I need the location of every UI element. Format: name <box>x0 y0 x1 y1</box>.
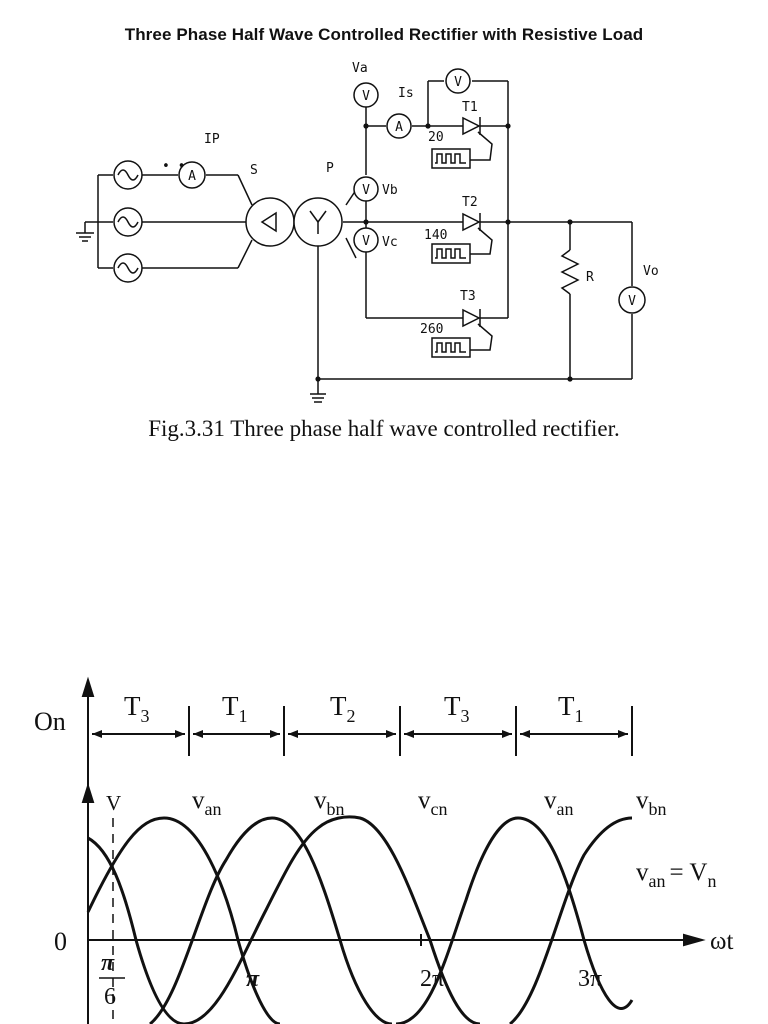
ip-label: IP <box>204 132 220 147</box>
figure-caption: Fig.3.31 Three phase half wave controlle… <box>148 416 620 441</box>
phase-b-curve-2 <box>509 816 633 1024</box>
phase-label-2: vbn <box>314 787 345 819</box>
on-label: On <box>34 707 66 736</box>
vo-label: Vo <box>643 264 659 279</box>
voltmeter-va: V <box>353 82 379 108</box>
pulse-gen-2 <box>431 243 471 264</box>
svg-text:• •: • • <box>162 159 185 174</box>
tick-pi: π <box>246 966 260 992</box>
phase-a-curve <box>86 816 281 1024</box>
phase-label-3: vcn <box>418 787 448 819</box>
circuit-diagram: A • • IP S P V Va A Is V V Vb V Vc <box>76 61 659 403</box>
zero-label: 0 <box>54 927 67 956</box>
t2-label: T2 <box>462 195 478 210</box>
phase-label-1: van <box>192 787 222 819</box>
pi-over-6-numerator: π <box>101 950 115 976</box>
phase-c-curve <box>87 815 481 1024</box>
tick-2pi: 2π <box>420 966 444 992</box>
page-title: Three Phase Half Wave Controlled Rectifi… <box>124 25 644 44</box>
thyristor-t3 <box>462 308 493 351</box>
t3-label: T3 <box>460 289 476 304</box>
voltmeter-t1: V <box>445 68 471 94</box>
thyristor-t2 <box>462 212 493 255</box>
svg-text:V: V <box>454 75 462 90</box>
phase-label-5: vbn <box>636 787 667 819</box>
conduction-label-3: T2 <box>330 691 356 726</box>
conduction-labels: T3 T1 T2 T3 T1 <box>124 691 584 726</box>
conduction-label-5: T1 <box>558 691 584 726</box>
phase-a-curve-2 <box>395 816 634 1024</box>
voltmeter-vb: V <box>353 176 379 202</box>
omega-t-label: ωt <box>710 928 733 955</box>
phase-equation: van= Vn <box>636 859 716 891</box>
vc-label: Vc <box>382 235 398 250</box>
voltmeter-vc: V <box>353 227 379 253</box>
r-label: R <box>586 270 594 285</box>
pi-over-6-denominator: 6 <box>104 984 116 1010</box>
t1-angle: 20 <box>428 130 444 145</box>
svg-text:V: V <box>362 89 370 104</box>
v-marker-label: V <box>106 791 121 815</box>
t1-label: T1 <box>462 100 478 115</box>
svg-text:A: A <box>188 169 196 184</box>
phase-labels: van vbn vcn van vbn <box>192 787 667 819</box>
thyristor-t1 <box>462 116 493 161</box>
transformer-delta-wye <box>245 197 343 247</box>
pulse-gen-1 <box>431 148 471 169</box>
svg-text:V: V <box>362 183 370 198</box>
conduction-label-4: T3 <box>444 691 470 726</box>
is-label: Is <box>398 86 414 101</box>
p-label: P <box>326 161 334 176</box>
conduction-label-2: T1 <box>222 691 248 726</box>
conduction-label-1: T3 <box>124 691 150 726</box>
phase-b-curve <box>149 816 393 1024</box>
ammeter-is: A <box>386 113 412 139</box>
ammeter-ip: A <box>178 161 206 189</box>
va-label: Va <box>352 61 368 76</box>
s-label: S <box>250 163 258 178</box>
t3-angle: 260 <box>420 322 443 337</box>
svg-text:V: V <box>362 234 370 249</box>
pulse-gen-3 <box>431 337 471 358</box>
svg-text:V: V <box>628 294 636 309</box>
svg-text:A: A <box>395 120 403 135</box>
vb-label: Vb <box>382 183 398 198</box>
t2-angle: 140 <box>424 228 447 243</box>
tick-3pi: 3π <box>578 966 602 992</box>
voltmeter-vo: V <box>618 286 646 314</box>
phase-label-4: van <box>544 787 574 819</box>
